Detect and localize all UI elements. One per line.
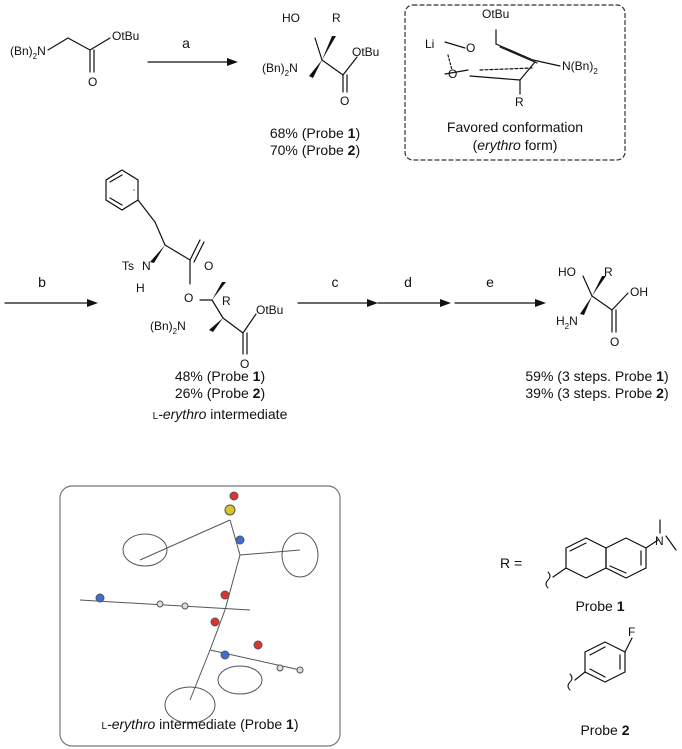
atom-o-1: O bbox=[88, 75, 97, 89]
atom-f-probe2: F bbox=[628, 625, 635, 639]
atom-o-b-2: O bbox=[184, 291, 193, 305]
favored-line2: (erythro form) bbox=[472, 137, 558, 153]
atom-r-b: R bbox=[222, 294, 231, 308]
reagent-b: b bbox=[38, 274, 46, 290]
atom-o-box-1: O bbox=[466, 41, 475, 55]
atom-oh-final: OH bbox=[630, 285, 648, 299]
atom-o-box-2: O bbox=[448, 67, 457, 81]
atom-ts: Ts bbox=[122, 259, 134, 273]
atom-bn2n: (Bn)2N bbox=[10, 44, 46, 61]
atom-o-2: O bbox=[340, 94, 349, 108]
atom-li: Li bbox=[425, 37, 434, 51]
atom-h-b: H bbox=[136, 281, 145, 295]
atom-bn2n-2: (Bn)2N bbox=[262, 61, 298, 78]
yield-final-probe1: 59% (3 steps. Probe 1) bbox=[525, 368, 669, 384]
yield-a-probe1: 68% (Probe 1) bbox=[269, 125, 361, 141]
crystal-caption: l-erythro intermediate (Probe 1) bbox=[101, 716, 299, 732]
probe1-label: Probe 1 bbox=[575, 598, 625, 614]
atom-otbu-1: OtBu bbox=[112, 29, 139, 43]
atom-ho-1: HO bbox=[282, 11, 300, 25]
atom-o-final: O bbox=[610, 335, 619, 349]
crystal-structure bbox=[79, 491, 319, 724]
atom-ho-final: HO bbox=[558, 265, 576, 279]
atom-r-final: R bbox=[604, 265, 613, 279]
reagent-a: a bbox=[182, 35, 190, 51]
atom-o-b-3: O bbox=[240, 357, 249, 371]
favored-conformation-label: Favored conformation (erythro form) bbox=[425, 118, 605, 154]
yield-b-probe1: 48% (Probe 1) bbox=[174, 368, 266, 384]
yield-a-probe2: 70% (Probe 2) bbox=[269, 142, 361, 158]
atom-r-box: R bbox=[515, 95, 524, 109]
intermediate-label: l-erythro intermediate bbox=[152, 406, 288, 422]
yields-step-b: 48% (Probe 1) 26% (Probe 2) l-erythro in… bbox=[135, 368, 305, 425]
probe2-label: Probe 2 bbox=[580, 722, 630, 738]
atom-nbn2-box: N(Bn)2 bbox=[562, 59, 598, 76]
atom-otbu-b: OtBu bbox=[256, 303, 283, 317]
atom-n-probe1: N bbox=[655, 534, 664, 548]
atom-otbu-2: OtBu bbox=[352, 45, 379, 59]
atom-n-b: N bbox=[142, 259, 151, 273]
reagent-e: e bbox=[486, 274, 494, 290]
atom-bn2n-b: (Bn)2N bbox=[150, 319, 186, 336]
atom-h2n-final: H2N bbox=[556, 314, 578, 331]
atom-o-b-1: O bbox=[204, 259, 213, 273]
reagent-c: c bbox=[332, 274, 339, 290]
yield-final-probe2: 39% (3 steps. Probe 2) bbox=[525, 385, 669, 401]
atom-otbu-box: OtBu bbox=[482, 7, 509, 21]
reagent-d: d bbox=[404, 274, 412, 290]
yield-b-probe2: 26% (Probe 2) bbox=[174, 385, 266, 401]
favored-line1: Favored conformation bbox=[446, 119, 584, 135]
atom-r-1: R bbox=[332, 11, 341, 25]
yields-step-a: 68% (Probe 1) 70% (Probe 2) bbox=[255, 125, 375, 159]
r-equals: R = bbox=[500, 555, 522, 571]
yields-final: 59% (3 steps. Probe 1) 39% (3 steps. Pro… bbox=[512, 368, 682, 402]
